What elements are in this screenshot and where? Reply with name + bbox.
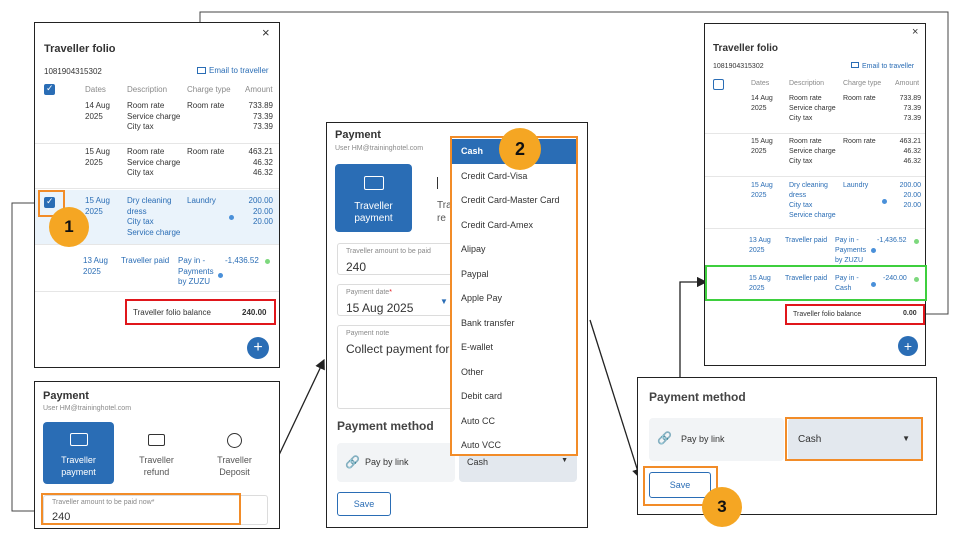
link-icon: 🔗 xyxy=(657,431,672,445)
payment-title: Payment xyxy=(43,390,89,402)
header-description: Description xyxy=(127,85,168,94)
header-description: Description xyxy=(789,80,825,87)
save-button-highlight xyxy=(643,466,718,506)
dropdown-option[interactable]: Debit card xyxy=(461,391,503,401)
status-dot xyxy=(871,282,876,287)
folio-title: Traveller folio xyxy=(713,43,779,54)
payment-method-select[interactable]: Cash ▼ xyxy=(788,418,922,461)
balance-label: Traveller folio balance xyxy=(793,311,862,318)
header-dates: Dates xyxy=(751,80,770,87)
dropdown-option[interactable]: Credit Card-Visa xyxy=(461,170,528,181)
card-icon xyxy=(69,433,88,446)
save-button[interactable]: Save xyxy=(337,492,391,516)
chevron-down-icon: ▼ xyxy=(561,457,568,464)
folio-number: 1081904315302 xyxy=(44,67,102,76)
chevron-down-icon: ▼ xyxy=(440,297,448,306)
pay-by-link-option[interactable]: 🔗 Pay by link xyxy=(337,443,455,482)
dropdown-option[interactable]: Auto CC xyxy=(461,415,496,426)
status-dot xyxy=(914,239,919,244)
dropdown-option[interactable]: Auto VCC xyxy=(461,440,502,450)
balance-value: 0.00 xyxy=(903,310,917,317)
status-dot xyxy=(218,273,223,278)
dropdown-highlight xyxy=(450,136,578,456)
header-amount: Amount xyxy=(895,80,920,87)
add-fab-button[interactable]: + xyxy=(247,337,269,359)
header-charge-type: Charge type xyxy=(187,85,231,94)
select-all-checkbox[interactable] xyxy=(44,83,55,95)
select-all-checkbox[interactable] xyxy=(713,79,724,90)
status-dot xyxy=(914,277,919,282)
payment-method-title: Payment method xyxy=(649,390,746,404)
add-fab-button[interactable]: + xyxy=(898,336,918,356)
dropdown-option[interactable]: Credit Card-Amex xyxy=(461,219,534,230)
amount-input[interactable]: Traveller amount to be paid now* 240 xyxy=(43,495,268,525)
status-dot xyxy=(882,199,887,204)
method-select-highlight xyxy=(785,417,923,461)
payment-title: Payment xyxy=(335,129,381,141)
folio-number: 1081904315302 xyxy=(713,63,764,70)
folio-panel-left: × Traveller folio 1081904315302 Email to… xyxy=(34,22,280,368)
step-badge-1: 1 xyxy=(49,207,89,247)
status-dot xyxy=(871,248,876,253)
dropdown-option[interactable]: Paypal xyxy=(461,268,489,279)
status-dot xyxy=(265,259,270,264)
payment-panel-right: Payment method 🔗 Pay by link Cash ▼ Save xyxy=(637,377,937,515)
dropdown-option[interactable]: Credit Card-Master Card xyxy=(461,195,560,205)
close-icon[interactable]: × xyxy=(262,25,270,40)
amount-highlight xyxy=(41,493,241,525)
email-to-traveller-link[interactable]: Email to traveller xyxy=(197,66,269,75)
balance-highlight xyxy=(125,299,276,325)
payment-method-title: Payment method xyxy=(337,419,434,433)
balance-highlight xyxy=(785,304,925,325)
header-dates: Dates xyxy=(85,85,106,94)
card-icon xyxy=(363,176,384,190)
mail-icon xyxy=(197,67,206,74)
header-charge-type: Charge type xyxy=(843,80,882,87)
link-icon: 🔗 xyxy=(345,455,360,469)
payment-user: User HM@traininghotel.com xyxy=(43,405,132,412)
folio-title: Traveller folio xyxy=(44,43,116,55)
status-dot xyxy=(229,215,234,220)
step-badge-3: 3 xyxy=(702,487,742,527)
dropdown-option[interactable]: Bank transfer xyxy=(461,317,515,328)
step-badge-2: 2 xyxy=(499,128,541,170)
new-payment-row-highlight xyxy=(705,265,927,301)
row-checkbox[interactable] xyxy=(44,196,55,208)
dropdown-option[interactable]: Other xyxy=(461,366,484,377)
payment-method-dropdown[interactable]: Cash Credit Card-Visa Credit Card-Master… xyxy=(451,137,577,455)
dropdown-option[interactable]: E-wallet xyxy=(461,342,494,352)
dropdown-option[interactable]: Alipay xyxy=(461,244,486,254)
balance-value: 240.00 xyxy=(242,308,267,317)
cash-icon xyxy=(148,434,165,446)
header-amount: Amount xyxy=(245,85,273,94)
email-to-traveller-link[interactable]: Email to traveller xyxy=(851,62,914,70)
mail-icon xyxy=(851,62,859,68)
balance-label: Traveller folio balance xyxy=(133,308,211,317)
pay-by-link-option[interactable]: 🔗 Pay by link xyxy=(649,418,784,461)
close-icon[interactable]: × xyxy=(912,26,919,38)
dropdown-option[interactable]: Apple Pay xyxy=(461,293,503,303)
deposit-icon xyxy=(227,433,242,448)
save-button[interactable]: Save xyxy=(649,472,711,498)
payment-user: User HM@traininghotel.com xyxy=(335,145,424,152)
chevron-down-icon: ▼ xyxy=(902,434,910,443)
payment-panel-left: Payment User HM@traininghotel.com Travel… xyxy=(34,381,280,529)
